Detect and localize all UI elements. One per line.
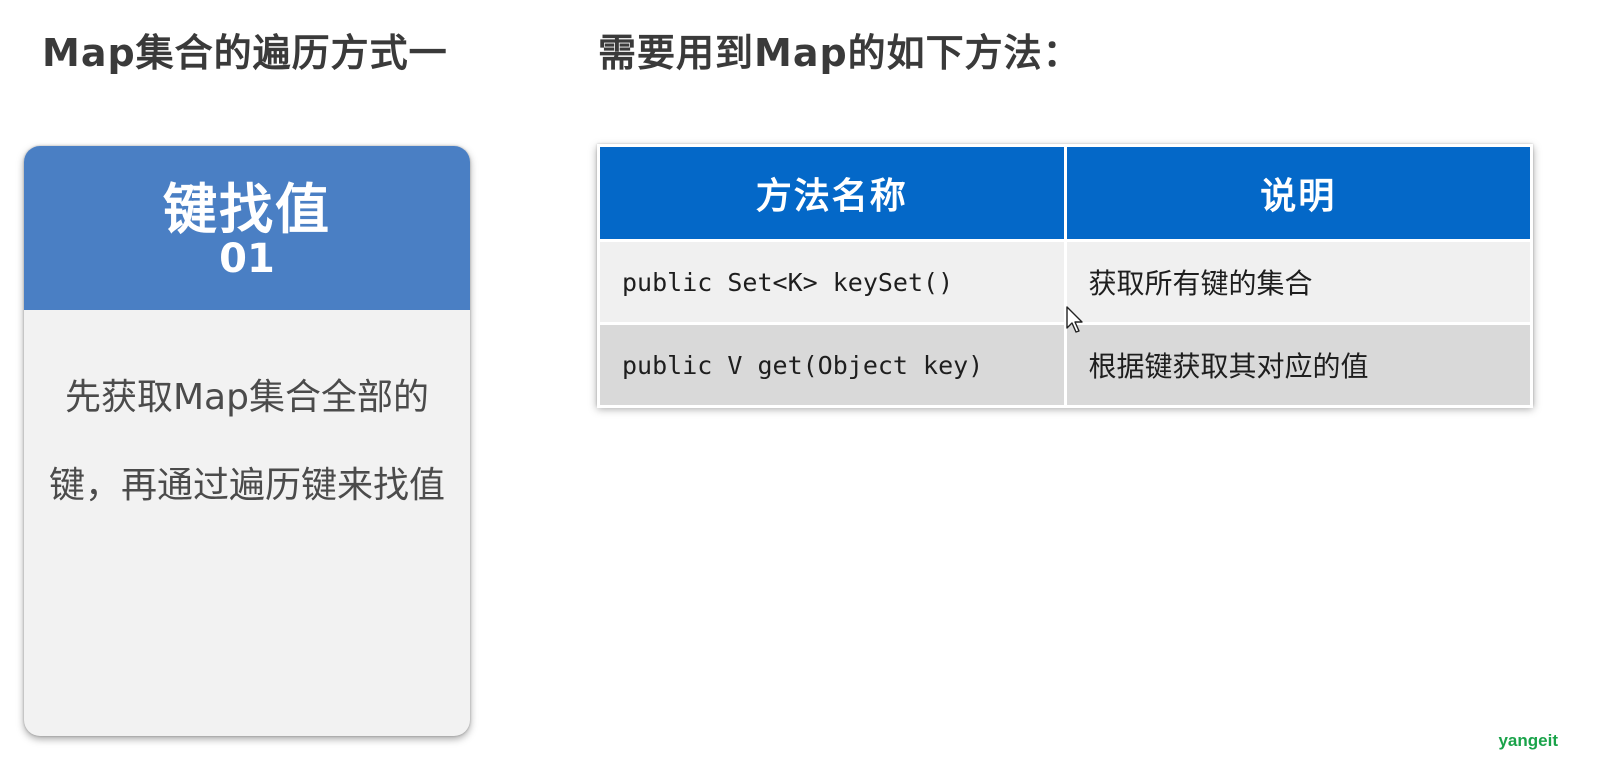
methods-table: 方法名称 说明 public Set<K> keySet() 获取所有键的集合 … <box>597 144 1533 408</box>
table-row: public V get(Object key) 根据键获取其对应的值 <box>597 322 1533 408</box>
mouse-pointer-icon <box>1066 306 1083 333</box>
watermark-logo: yangeit <box>1498 731 1558 750</box>
card-number: 01 <box>219 235 275 282</box>
method-card: 键找值 01 先获取Map集合全部的 键，再通过遍历键来找值 <box>24 146 470 736</box>
method-description: 根据键获取其对应的值 <box>1063 322 1533 408</box>
method-description: 获取所有键的集合 <box>1063 239 1533 325</box>
section-title: 需要用到Map的如下方法： <box>598 31 1082 75</box>
page-title: Map集合的遍历方式一 <box>42 31 448 75</box>
method-signature: public V get(Object key) <box>597 322 1067 408</box>
card-body: 先获取Map集合全部的 键，再通过遍历键来找值 <box>24 310 470 504</box>
column-header-method-name: 方法名称 <box>597 144 1067 242</box>
column-header-description: 说明 <box>1063 144 1533 242</box>
card-title: 键找值 <box>163 178 331 241</box>
card-header: 键找值 01 <box>24 146 470 310</box>
card-description-line: 先获取Map集合全部的 <box>65 377 429 418</box>
table-header-row: 方法名称 说明 <box>597 144 1533 242</box>
method-signature: public Set<K> keySet() <box>597 239 1067 325</box>
card-description-line: 键，再通过遍历键来找值 <box>48 465 445 506</box>
table-row: public Set<K> keySet() 获取所有键的集合 <box>597 239 1533 325</box>
